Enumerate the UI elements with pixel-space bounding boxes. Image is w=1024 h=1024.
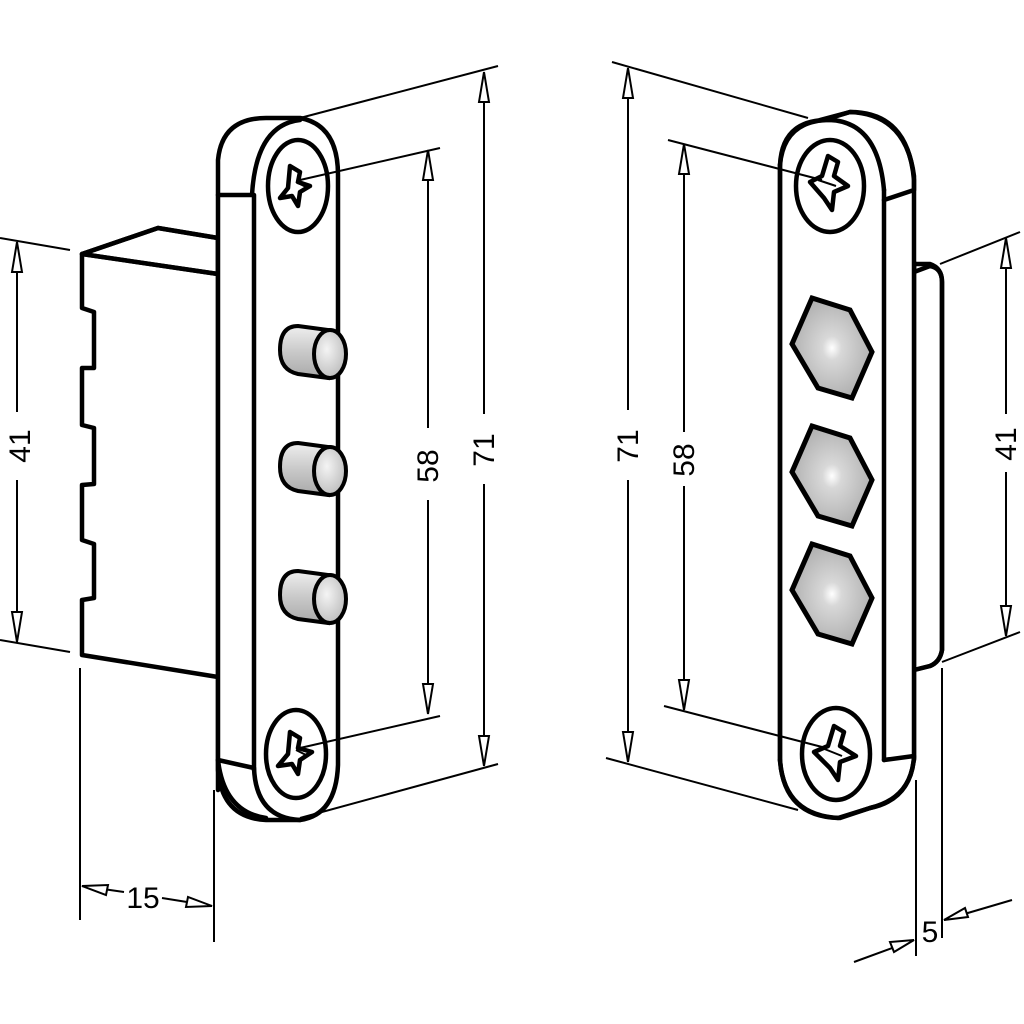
- left-screw-top: [265, 137, 331, 235]
- right-dim-71: 71: [605, 61, 809, 811]
- left-dim-58: 58: [299, 147, 445, 749]
- dim-label-15: 15: [126, 882, 159, 915]
- left-body-block: [79, 225, 221, 793]
- dim-label-58-left: 58: [412, 449, 445, 482]
- right-body-block: [909, 259, 945, 763]
- right-hex-1: [789, 294, 875, 402]
- left-dim-15: 15: [79, 668, 215, 942]
- dim-label-5: 5: [922, 916, 939, 949]
- right-hex-3: [789, 540, 875, 648]
- left-plate: [215, 115, 341, 823]
- right-dim-58: 58: [663, 139, 827, 749]
- left-pin-2: [277, 440, 348, 498]
- dim-label-41-left: 41: [4, 429, 37, 462]
- left-screw-bottom: [263, 707, 329, 801]
- dim-label-41-right: 41: [990, 427, 1023, 460]
- dim-label-71-right: 71: [612, 429, 645, 462]
- left-pin-3: [277, 568, 348, 626]
- right-dim-41: 41: [939, 231, 1023, 663]
- right-dim-5: 5: [853, 668, 1013, 963]
- right-screw-bottom: [799, 705, 873, 803]
- right-hex-2: [789, 422, 875, 530]
- dim-label-71-left: 71: [468, 433, 501, 466]
- left-view: 41 58 71 15: [0, 65, 501, 942]
- right-view: 71 58 41 5: [605, 61, 1023, 963]
- left-dim-41: 41: [0, 237, 71, 653]
- dim-label-58-right: 58: [668, 443, 701, 476]
- left-pin-1: [277, 323, 348, 381]
- left-dim-71: 71: [299, 65, 501, 819]
